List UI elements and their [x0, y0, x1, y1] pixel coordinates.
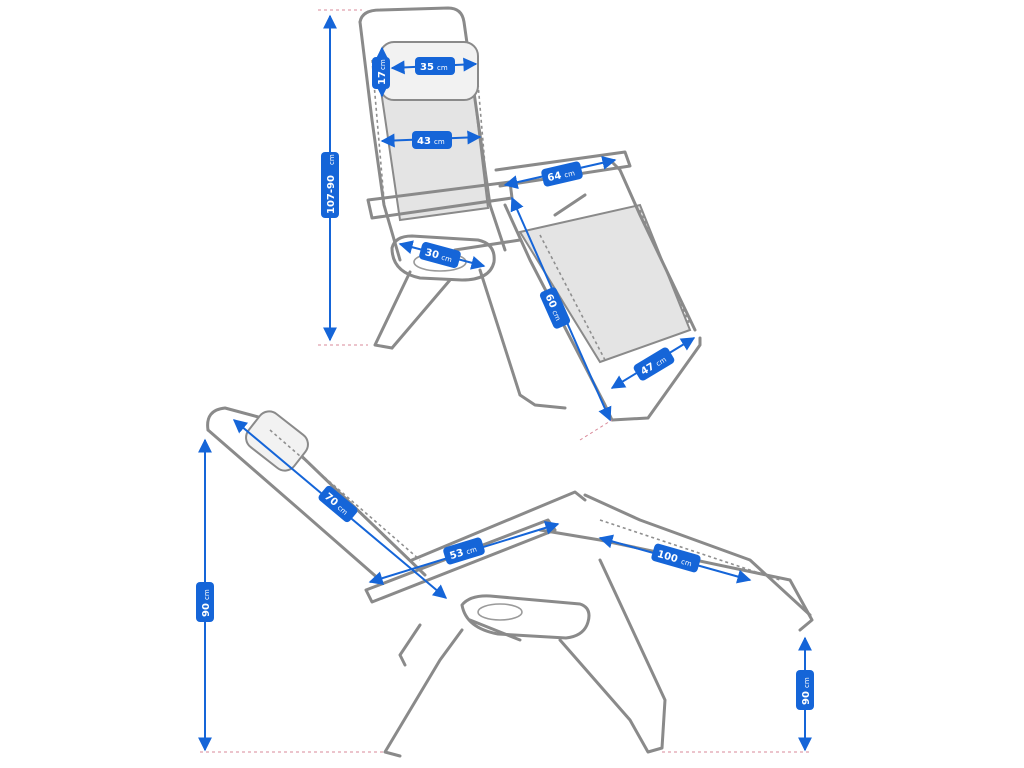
front-leg-left [373, 270, 412, 350]
badge-tray-width: 30 cm [419, 242, 461, 268]
badge-footend-height: 90 cm [796, 670, 814, 710]
reclined-front-leg [383, 628, 464, 758]
reclined-rear-leg [558, 558, 667, 754]
reclined-headrest-pillow [245, 410, 309, 472]
reclined-backrest-frame [206, 406, 427, 577]
svg-text:cm: cm [379, 59, 387, 70]
svg-text:cm: cm [803, 677, 811, 688]
svg-text:107-90: 107-90 [326, 175, 337, 214]
svg-text:43: 43 [417, 136, 431, 147]
svg-text:64: 64 [546, 170, 562, 184]
badge-seat-back-width: 43 cm [412, 131, 452, 149]
svg-text:cm: cm [680, 558, 693, 569]
svg-text:53: 53 [448, 547, 465, 562]
svg-text:90: 90 [801, 691, 812, 705]
svg-text:cm: cm [440, 254, 453, 265]
reclined-chair-drawing [206, 406, 814, 758]
badge-legrest-length: 100 cm [651, 543, 701, 573]
badge-backrest-length: 70 cm [318, 485, 358, 523]
badge-headrest-width: 35 cm [415, 57, 455, 75]
reclined-legrest-frame [538, 528, 814, 632]
reclined-cup-tray [460, 594, 591, 640]
svg-text:cm: cm [465, 545, 478, 556]
badge-leg-length: 60 cm [539, 287, 571, 329]
svg-text:30: 30 [424, 247, 440, 261]
svg-text:cm: cm [203, 589, 211, 600]
legrest-fabric [518, 203, 692, 364]
svg-text:90: 90 [201, 603, 212, 617]
svg-text:60: 60 [543, 293, 559, 310]
svg-text:cm: cm [434, 138, 445, 146]
badge-seat-length: 53 cm [443, 537, 485, 565]
svg-text:cm: cm [328, 154, 336, 165]
badge-headrest-height: 17 cm [372, 57, 390, 89]
backrest-frame-left [358, 20, 402, 262]
badge-total-height-upright: 107-90 cm [321, 152, 339, 218]
svg-text:35: 35 [420, 62, 434, 73]
backrest-frame [358, 6, 507, 252]
svg-text:cm: cm [563, 169, 575, 179]
badge-armrest-length: 64 cm [541, 161, 583, 187]
svg-text:cm: cm [550, 309, 562, 322]
badge-reclined-height: 90 cm [196, 582, 214, 622]
badge-footrest-width: 47 cm [633, 347, 675, 381]
svg-text:17: 17 [377, 71, 388, 85]
svg-text:cm: cm [437, 64, 448, 72]
